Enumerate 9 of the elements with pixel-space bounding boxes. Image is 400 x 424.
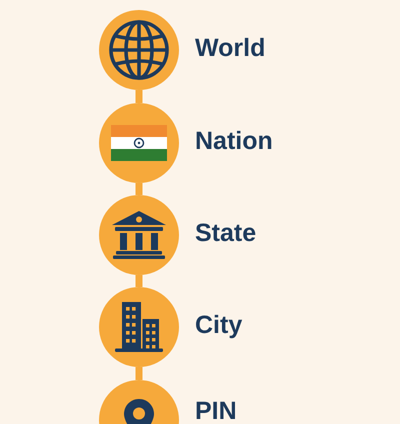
level-label: Nation — [195, 128, 273, 154]
level-label: World — [195, 36, 266, 60]
connector-line — [136, 367, 142, 380]
connector-line — [136, 275, 142, 287]
connector-line — [136, 90, 142, 103]
level-label: PIN — [195, 398, 237, 424]
level-label: City — [195, 312, 242, 338]
connector-line — [136, 183, 142, 195]
level-label: State — [195, 220, 256, 246]
